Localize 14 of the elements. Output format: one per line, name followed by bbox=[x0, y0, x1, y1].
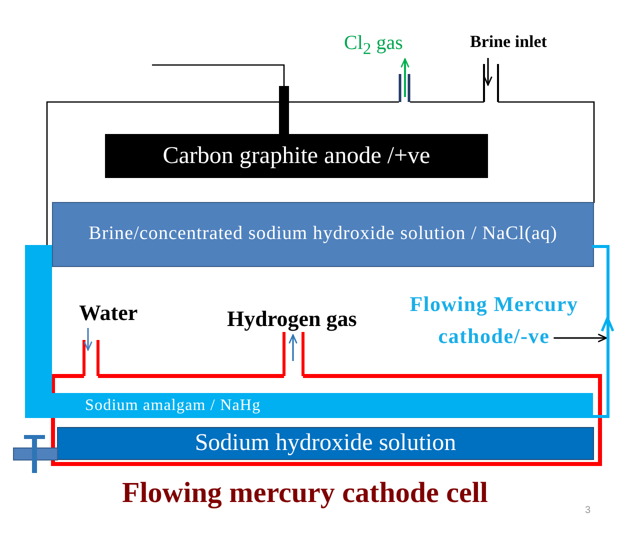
callout-text: Flowing Mercury cathode/-ve bbox=[398, 288, 590, 352]
leader-line bbox=[554, 334, 608, 342]
flow-label: Hydrogen gas bbox=[227, 307, 357, 332]
anode-block: Carbon graphite anode /+ve bbox=[105, 134, 488, 178]
brine-layer: Brine/concentrated sodium hydroxide solution / NaCl(aq) bbox=[52, 202, 594, 267]
flow-label: Cl$_{2}$ gas bbox=[344, 32, 403, 58]
mercury-channel bbox=[25, 245, 52, 418]
flow-label: Brine inlet bbox=[470, 33, 547, 52]
flow-label: Water bbox=[79, 301, 138, 326]
amalgam-layer: Sodium amalgam / NaHg bbox=[52, 393, 593, 418]
hydroxide-layer: Sodium hydroxide solution bbox=[57, 427, 594, 460]
page-number: 3 bbox=[585, 505, 591, 516]
mercury-pipe bbox=[592, 244, 612, 420]
caption: Flowing mercury cathode cell bbox=[122, 477, 488, 509]
